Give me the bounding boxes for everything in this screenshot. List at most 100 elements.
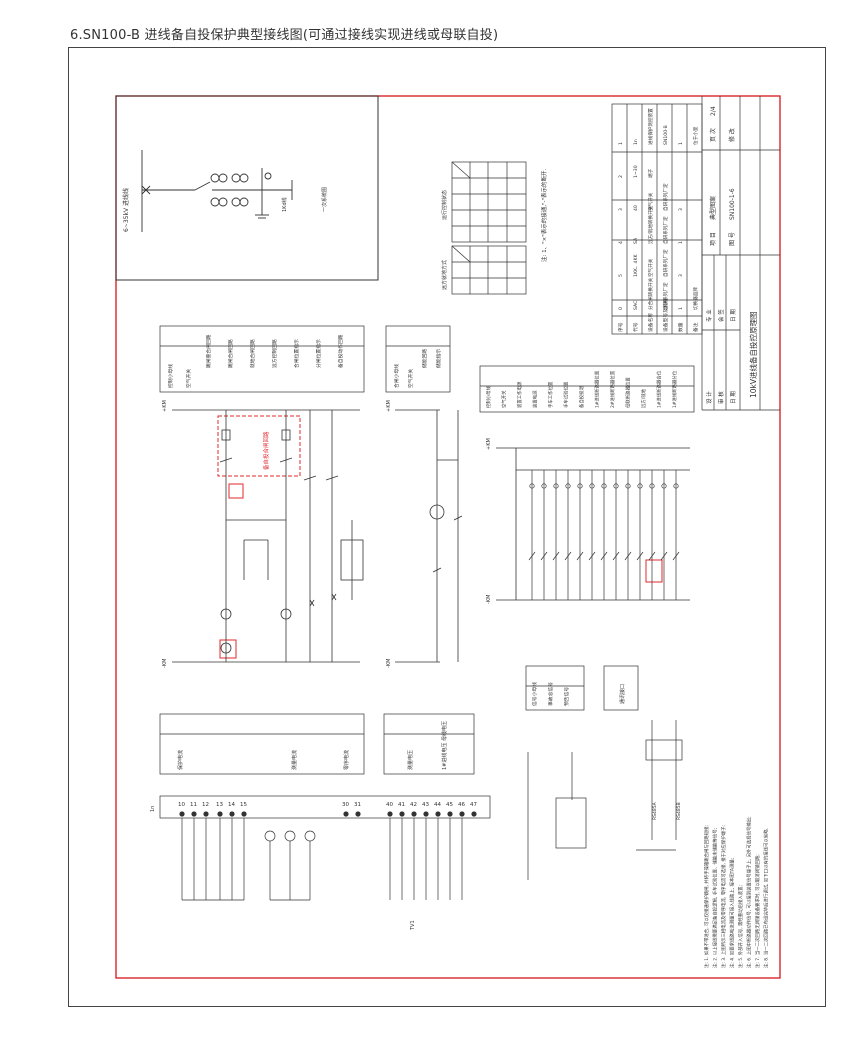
project-value: 典型图案 xyxy=(709,196,717,220)
highlight-box-label: 备自投合闸回路 xyxy=(262,431,270,470)
terminal-dot xyxy=(459,811,465,817)
terminal-dot xyxy=(447,811,453,817)
terminal-dot xyxy=(191,811,197,817)
ct-vt-wiring xyxy=(181,720,683,901)
block-bottom-right-label: 信号小母线 xyxy=(531,682,538,706)
rs485a-label: RS485A xyxy=(652,801,658,820)
legend-cell: 1 xyxy=(678,241,684,244)
plus-km-label-3: +KM xyxy=(486,438,492,450)
note-line: 注: 3. 上图所示三相电流及零序电流, 零序电流可选接, 接于对应保护端子; xyxy=(720,825,727,968)
legend-cell: 自研系列厂定 xyxy=(662,216,669,244)
legend-cell: 1 xyxy=(678,142,684,145)
note-line: 注: 6. 上图中断路器动作信号, 可以接到装置信号端子上, 另外可选择信号输出… xyxy=(746,816,753,968)
terminal-number: 46 xyxy=(458,802,465,808)
block-frames xyxy=(159,325,695,819)
terminal-number: 13 xyxy=(216,802,223,808)
rev-label: 修 改 xyxy=(728,128,736,142)
block-top-left-label: 备自投动作回路 xyxy=(337,334,344,368)
terminal-number: 30 xyxy=(342,802,349,808)
legend-cell: 空气开关 xyxy=(647,192,654,211)
terminal-number: 40 xyxy=(386,802,393,808)
block-right-label: 手车工作位置 xyxy=(547,381,554,408)
legend-cell: 3 xyxy=(678,208,684,211)
block-bottom-right-label: 事故总信号 xyxy=(547,682,554,706)
legend-cell: 1 xyxy=(618,142,624,145)
terminal-number: 43 xyxy=(422,802,429,808)
signoff-review: 审 核 xyxy=(717,391,725,404)
terminal-number: 10 xyxy=(178,802,185,808)
minus-km-label-3: -KM xyxy=(486,595,492,604)
block-bottom-mid-label: 测量电压 xyxy=(407,750,414,770)
block-right-label: 母联断路器位置 xyxy=(625,377,632,408)
legend-header: 设备名称 xyxy=(647,313,654,332)
contact-table-note: 注: 1、"×"表示的接通,"-"表示的断开. xyxy=(540,168,548,262)
system-label: 一次系统图 xyxy=(321,187,328,212)
red-title-frame xyxy=(115,95,781,979)
contact-table-1 xyxy=(451,161,527,243)
plus-km-label-1: +KM xyxy=(162,400,168,412)
block-bottom-mid-label: 1#进线电压 母线电压 xyxy=(441,721,448,770)
block-bottom-left-label: 保护电流 xyxy=(177,750,184,770)
legend-header: 序号 xyxy=(617,322,624,332)
terminal-dot xyxy=(241,811,247,817)
rs485b-label: RS485B xyxy=(676,802,682,820)
minus-km-label-1: -KM xyxy=(162,659,168,668)
block-labels: 控制小母线空气开关跳闸重合闸回路跳闸合闸回路就地合闸回路远方控制回路合闸位置指示… xyxy=(167,334,678,770)
legend-table-grid xyxy=(611,103,703,335)
terminal-number: 42 xyxy=(410,802,417,808)
block-right-label: 手车试验位置 xyxy=(563,381,570,408)
legend-cell: SAC xyxy=(633,301,639,310)
drawing-no: SN100-1-6 xyxy=(729,188,736,220)
single-line-diagram-box xyxy=(115,95,379,281)
single-line-diagram xyxy=(141,150,293,232)
terminal-dot xyxy=(399,811,405,817)
legend-cell: 0 xyxy=(618,307,624,310)
block-right-label: 装置工作电源 xyxy=(516,381,523,408)
block-top-left-label: 合闸位置指示 xyxy=(293,339,300,368)
title-block-grid xyxy=(701,96,780,411)
terminal-dot xyxy=(343,811,349,817)
block-bottom-left-label: 测量电流 xyxy=(291,750,298,770)
project-label: 项 目 xyxy=(710,232,717,246)
terminal-dot xyxy=(355,811,361,817)
legend-cell: 空气开关 xyxy=(647,258,654,277)
block-right-label: 控制小母线 xyxy=(485,385,492,408)
terminal-number: 11 xyxy=(190,802,197,808)
legend-cell: 自研系列厂定 xyxy=(662,282,669,310)
legend-cell: 分合闸转换开关 xyxy=(647,277,654,310)
terminal-dot xyxy=(423,811,429,817)
terminal-dot xyxy=(203,811,209,817)
cable-label: 1Kd线 xyxy=(281,197,288,212)
note-line: 注: 8. 当一二次回路已布设完毕后进行调试, 如下口以有的接线可以省略. xyxy=(763,828,770,968)
block-top-left-label: 分闸位置指示 xyxy=(315,339,322,368)
block-top-mid-label: 储能指示 xyxy=(435,349,442,368)
plus-km-label-2: +KM xyxy=(386,400,392,412)
tv-label: TV1 xyxy=(410,920,416,931)
block-top-mid-label: 空气开关 xyxy=(407,369,414,388)
block-top-left-label: 空气开关 xyxy=(185,369,192,388)
legend-cell: SN100-B xyxy=(663,125,669,145)
minus-km-label-2: -KM xyxy=(386,659,392,668)
legend-cell: 1n xyxy=(633,139,639,145)
legend-cell: 位于小室 xyxy=(692,126,699,145)
note-line: 注: 2. 以上接线需要满足备自投逻辑, 手车试验位置、储能未储能等信号; xyxy=(712,828,719,968)
legend-cell: SA xyxy=(633,237,639,244)
terminal-number: 44 xyxy=(434,802,441,808)
block-top-left-label: 跳闸重合闸回路 xyxy=(205,334,212,368)
legend-cell: 1KK、4KK xyxy=(633,254,639,277)
legend-cell: 3 xyxy=(618,208,624,211)
note-line: 注: 5. 外部开入信号, 需经重动后接入装置; xyxy=(737,885,744,968)
block-top-left-label: 跳闸合闸回路 xyxy=(227,339,234,368)
signoff-design: 设 计 xyxy=(705,391,713,404)
project-name: 10kV进线备自投控原理图 xyxy=(748,311,758,398)
legend-cell: 切换器品牌 xyxy=(692,287,699,310)
block-right-label: 空气开关 xyxy=(501,390,508,408)
terminal-number: 47 xyxy=(470,802,477,808)
terminal-number: 41 xyxy=(398,802,405,808)
block-bottom-left-label: 零序电流 xyxy=(343,750,350,770)
sheet-value: 2/4 xyxy=(710,106,717,116)
legend-cell: 1~30 xyxy=(633,165,639,178)
legend-cell: 2 xyxy=(618,175,624,178)
legend-cell: 端子 xyxy=(647,168,654,178)
contact-table-2-title: 远方就地方式 xyxy=(441,260,448,290)
